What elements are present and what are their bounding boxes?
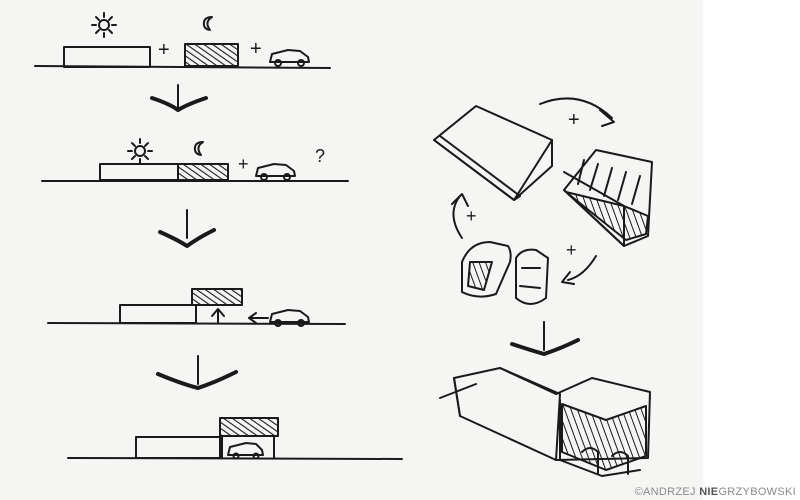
canopy-supports xyxy=(221,435,275,459)
day-volume xyxy=(119,304,197,324)
night-volume xyxy=(184,43,239,67)
car-icon xyxy=(255,163,296,181)
night-volume-lifted xyxy=(191,288,243,306)
day-volume xyxy=(63,46,151,68)
axonometric-day-box xyxy=(433,105,553,201)
day-volume xyxy=(135,436,221,459)
plus-sign: + xyxy=(238,154,249,174)
night-volume xyxy=(177,163,229,181)
down-arrow-2 xyxy=(158,209,216,248)
plus-sign: + xyxy=(566,240,577,260)
down-arrow-3 xyxy=(156,355,238,390)
left-arrow xyxy=(248,312,269,324)
white-margin xyxy=(703,0,800,500)
plus-sign: + xyxy=(466,206,477,226)
plus-sign: + xyxy=(250,38,262,60)
car-icon xyxy=(227,442,264,460)
sun-icon xyxy=(127,138,153,164)
row-2-program-elements: + ? xyxy=(41,138,349,182)
plus-sign: + xyxy=(568,109,580,131)
axonometric-car-1 xyxy=(461,241,512,298)
row-3-program-elements xyxy=(47,288,346,327)
row-4-program-elements xyxy=(67,417,403,460)
row-1-program-elements: + + xyxy=(34,12,331,69)
sun-icon xyxy=(91,12,117,38)
question-mark: ? xyxy=(315,146,325,166)
curved-arrow-right xyxy=(561,255,597,285)
plus-sign: + xyxy=(158,39,170,61)
curved-arrow-top xyxy=(539,97,615,127)
down-arrow-4 xyxy=(510,321,580,356)
axonometric-night-box xyxy=(563,149,653,247)
day-volume xyxy=(99,163,179,181)
axonometric-combined xyxy=(439,367,651,477)
up-arrow xyxy=(211,308,225,323)
moon-icon xyxy=(202,16,213,31)
car-icon xyxy=(269,49,310,67)
night-volume-canopy xyxy=(219,417,279,437)
curved-arrow-left xyxy=(451,193,469,239)
axonometric-car-2 xyxy=(515,248,549,305)
moon-icon xyxy=(193,141,204,156)
car-icon xyxy=(269,309,310,327)
photo-credit: ©ANDRZEJ NIEGRZYBOWSKI xyxy=(634,486,796,498)
down-arrow-1 xyxy=(150,84,208,112)
